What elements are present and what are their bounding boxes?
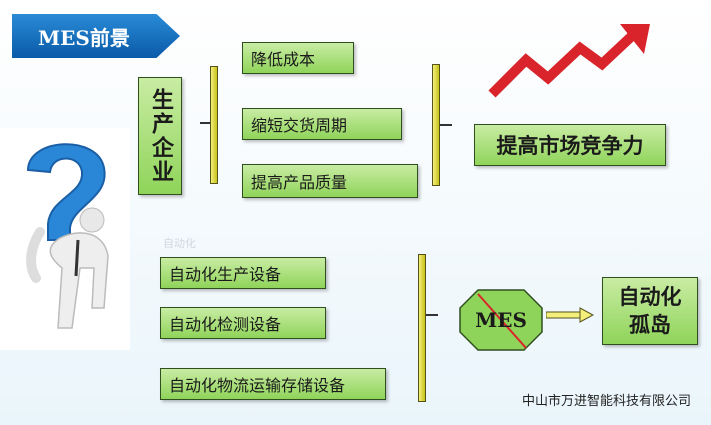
goal-improve-quality: 提高产品质量	[242, 164, 418, 198]
title-banner: MES前景	[12, 14, 180, 58]
goals-right-tick	[440, 124, 452, 126]
enterprise-box: 生产企业	[138, 77, 182, 195]
goal-shorten-delivery: 缩短交货周期	[242, 108, 402, 140]
goal-reduce-cost: 降低成本	[242, 42, 354, 74]
equipment-bracket-tick	[426, 314, 438, 316]
page-title: MES前景	[38, 25, 130, 50]
equipment-production: 自动化生产设备	[160, 257, 326, 289]
result-box: 提高市场竞争力	[474, 124, 666, 166]
mes-octagon-shape	[459, 289, 543, 351]
island-label: 自动化孤岛	[618, 285, 682, 337]
enterprise-label: 生产企业	[148, 88, 173, 184]
faint-watermark-text: 自动化	[163, 237, 196, 250]
mes-octagon: MES	[458, 288, 544, 352]
goals-right-bracket	[432, 64, 440, 186]
company-name: 中山市万进智能科技有限公司	[521, 394, 691, 409]
question-mark-figure-icon	[0, 128, 130, 350]
equipment-inspection: 自动化检测设备	[160, 307, 326, 339]
equipment-bracket	[418, 254, 426, 402]
right-arrow-icon	[546, 307, 594, 323]
rising-arrow-icon	[488, 24, 650, 98]
equipment-logistics: 自动化物流运输存储设备	[160, 368, 386, 400]
mes-label: MES	[475, 308, 527, 332]
goals-bracket-tick	[200, 122, 210, 124]
goals-left-bracket	[210, 66, 218, 184]
island-box: 自动化孤岛	[602, 277, 698, 345]
